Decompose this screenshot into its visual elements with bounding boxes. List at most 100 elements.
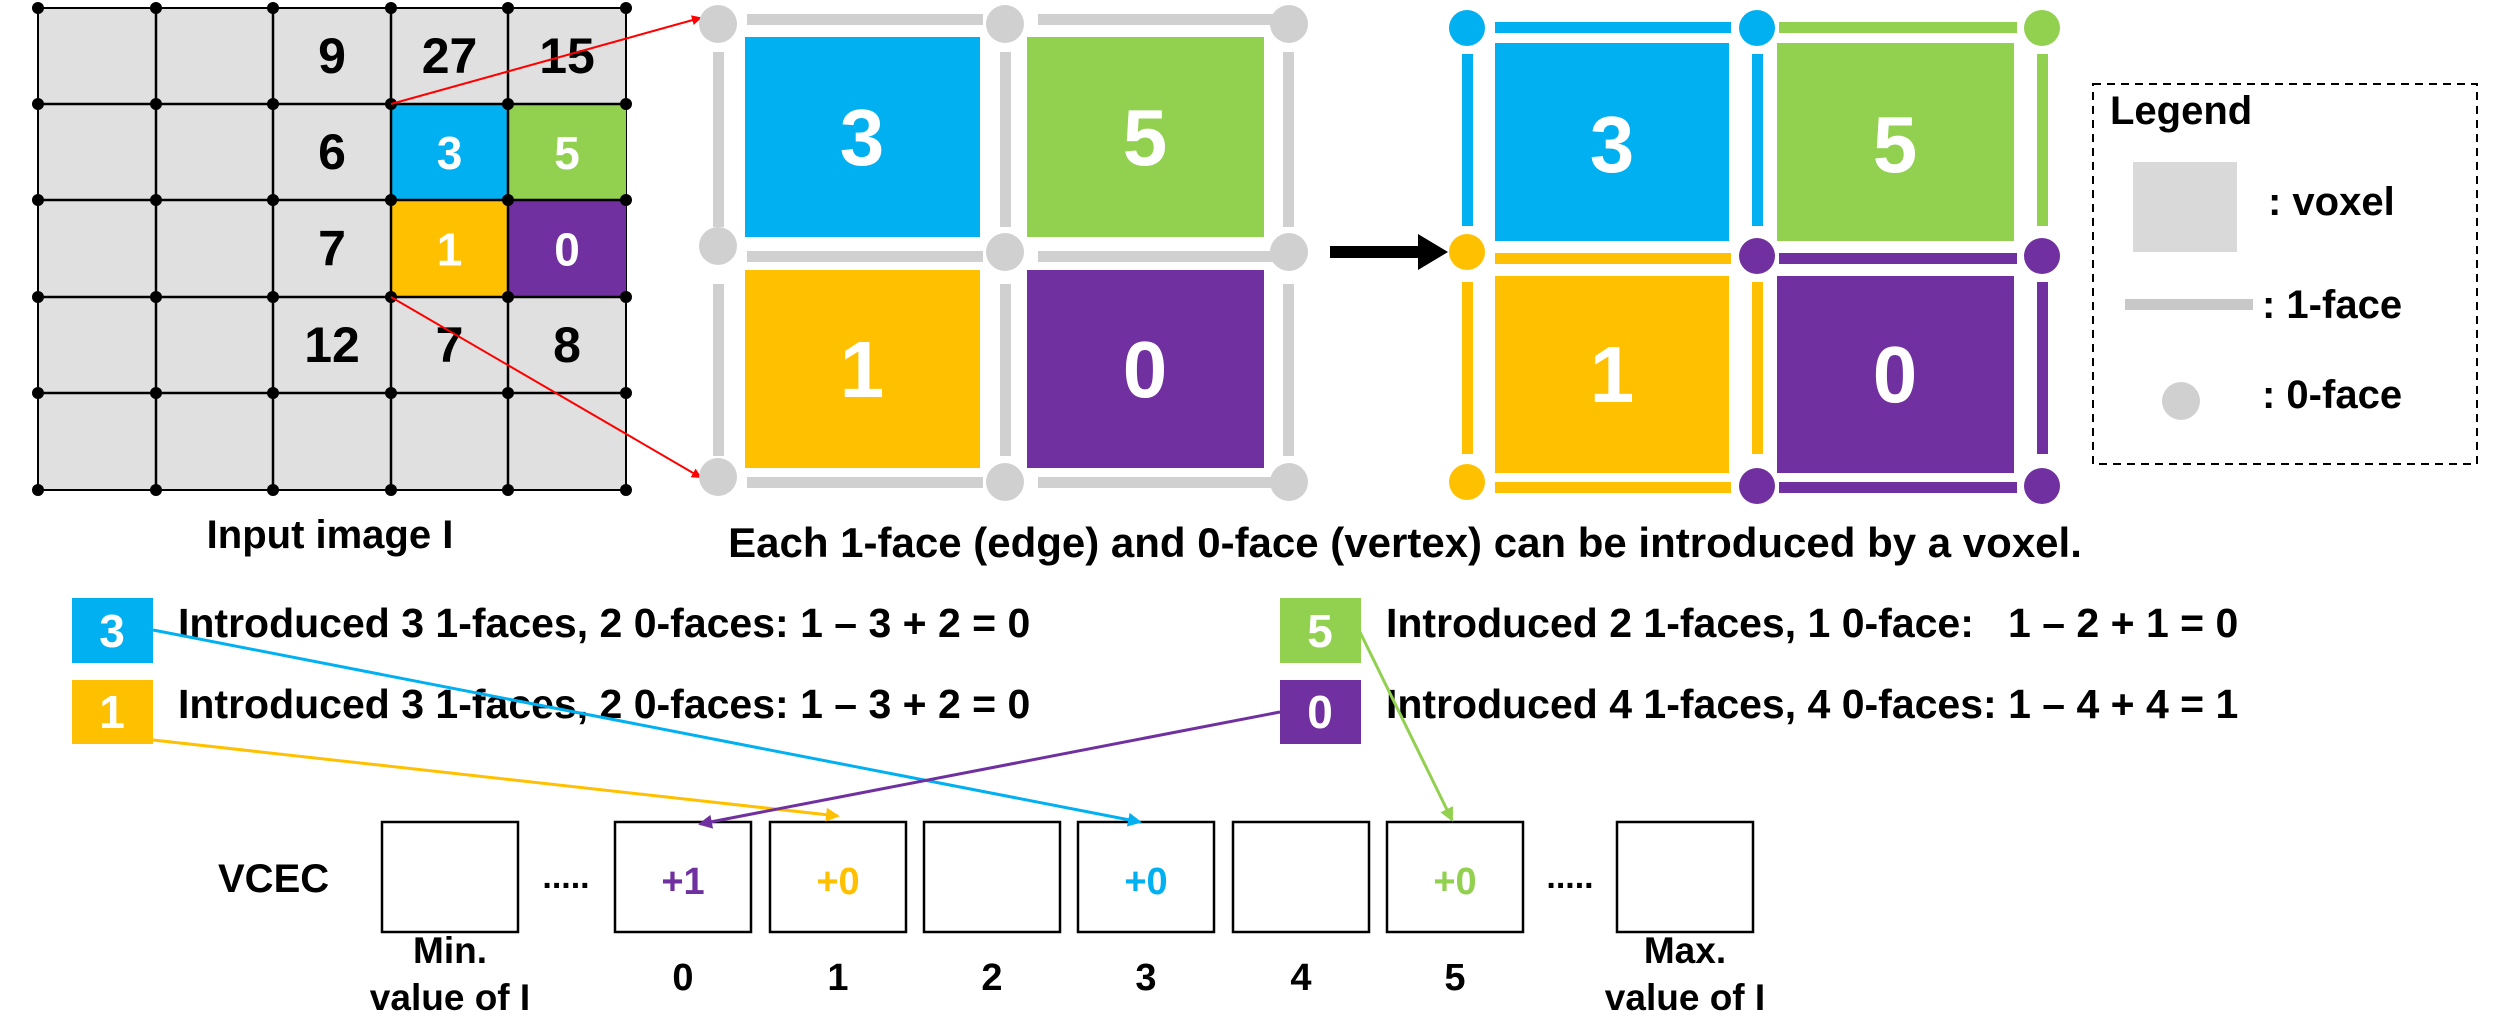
complex-after-voxels: 3 5 1 0 [1495,43,2014,473]
explanation-row-0: 0 Introduced 4 1-faces, 4 0-faces: 1 – 4… [1280,680,2238,744]
vcec-cell-1 [768,820,908,934]
vcec-index-labels: 0 1 2 3 4 5 [672,957,1465,999]
grid-cell-value: 6 [318,124,346,180]
voxel-after-value-0: 0 [1873,330,1918,419]
grid-cell-value: 3 [437,127,463,179]
svg-text:value of I: value of I [370,977,530,1018]
grid-cell-value: 12 [304,317,360,373]
grid-vertex [32,484,44,496]
grid-vertex [267,484,279,496]
complex-before: 3 5 1 0 [699,5,1308,501]
zoom-arrows [390,15,702,479]
svg-text:0: 0 [672,957,693,999]
cell-voxel-3 [391,104,508,200]
vcec: VCEC +1 +0 +0 +0 ..... ..... 0 1 2 3 4 5… [218,820,1765,1018]
voxel-legend-icon [2133,162,2237,252]
arrow-3-to-vcec [152,628,1142,827]
grid-cell-value: 0 [554,224,580,276]
legend: Legend : voxel : 1-face : 0-face [2092,83,2478,465]
grid-vertex [620,484,632,496]
grid-vertex [502,484,514,496]
svg-text:3: 3 [99,605,125,657]
grid-vertex [620,291,632,303]
complex-after-edges [1462,22,2048,493]
vcec-value-1: +0 [816,861,859,903]
voxel-after-value-3: 3 [1590,100,1635,189]
grid-cell-value: 1 [437,224,463,276]
grid-vertex [32,98,44,110]
grid-vertex [502,194,514,206]
vcec-value-3: +0 [1124,861,1167,903]
arrow-1-to-vcec [152,738,840,822]
cell-voxel-1 [391,200,508,297]
vcec-cell-3 [1076,820,1216,934]
grid-vertex [385,2,397,14]
svg-text:3: 3 [1135,957,1156,999]
vcec-ellipsis-right: ..... [1546,858,1593,896]
explanation-text-1: Introduced 3 1-faces, 2 0-faces: 1 – 3 +… [178,681,1030,727]
svg-text:2: 2 [981,957,1002,999]
svg-text:value of I: value of I [1605,977,1765,1018]
vcec-cell-min [380,820,520,934]
explanation-text-3: Introduced 3 1-faces, 2 0-faces: 1 – 3 +… [178,600,1030,646]
input-grid-caption: Input image I [207,513,454,557]
grid-cell-value: 7 [318,221,346,277]
voxel-1-after [1495,276,1729,473]
grid-vertex [385,484,397,496]
grid-vertex [385,387,397,399]
grid-vertex [32,291,44,303]
vcec-label: VCEC [218,857,329,901]
grid-vertex [150,387,162,399]
legend-edge-label: : 1-face [2262,283,2402,327]
grid-vertex [150,484,162,496]
vcec-max-label: Max. value of I [1605,930,1765,1018]
zoom-arrow-bottom [390,296,702,479]
vcec-value-0: +1 [661,861,704,903]
explanation-text-5: Introduced 2 1-faces, 1 0-face: 1 – 2 + … [1386,600,2238,646]
grid-vertex [502,98,514,110]
complex-before-edges [713,14,1294,488]
grid-vertex [502,291,514,303]
voxel-1 [745,270,980,468]
grid-cell-value: 5 [554,127,580,179]
grid-vertex [32,2,44,14]
cell-voxel-5 [508,104,626,200]
cell-voxel-0 [508,200,626,297]
grid-vertex [385,194,397,206]
voxel-value-3: 3 [840,93,885,182]
grid-vertex [267,291,279,303]
complex-caption: Each 1-face (edge) and 0-face (vertex) c… [728,519,2082,566]
complex-before-vertices [699,5,1308,501]
grid-vertex [150,98,162,110]
input-grid: 927156357101278 Input image I [32,2,632,557]
legend-title: Legend [2110,89,2252,133]
explanation-row-5: 5 Introduced 2 1-faces, 1 0-face: 1 – 2 … [1280,598,2238,663]
legend-vertex-label: : 0-face [2262,373,2402,417]
vcec-cell-max [1615,820,1755,934]
badge-5 [1280,598,1361,663]
svg-text:4: 4 [1290,957,1311,999]
voxel-3 [745,37,980,237]
voxel-5-after [1777,43,2014,241]
voxel-value-5: 5 [1123,93,1168,182]
legend-box [2092,83,2478,465]
grid-vertex [267,194,279,206]
grid-vertex [620,387,632,399]
vcec-cell-2 [922,820,1062,934]
explanation-text-0: Introduced 4 1-faces, 4 0-faces: 1 – 4 +… [1386,681,2238,727]
vcec-cell-4 [1231,820,1371,934]
explanations: 3 Introduced 3 1-faces, 2 0-faces: 1 – 3… [72,598,2238,744]
voxel-3-after [1495,43,1729,241]
grid-vertex [32,194,44,206]
legend-voxel-label: : voxel [2268,180,2395,224]
voxel-0 [1027,270,1264,468]
vcec-cell-5 [1385,820,1525,934]
grid-vertex [150,2,162,14]
voxel-5 [1027,37,1264,237]
grid-vertex [150,194,162,206]
edge-legend-icon [2125,299,2253,310]
vcec-cell-0 [613,820,753,934]
vcec-cells [380,820,1755,934]
grid-vertex [150,291,162,303]
